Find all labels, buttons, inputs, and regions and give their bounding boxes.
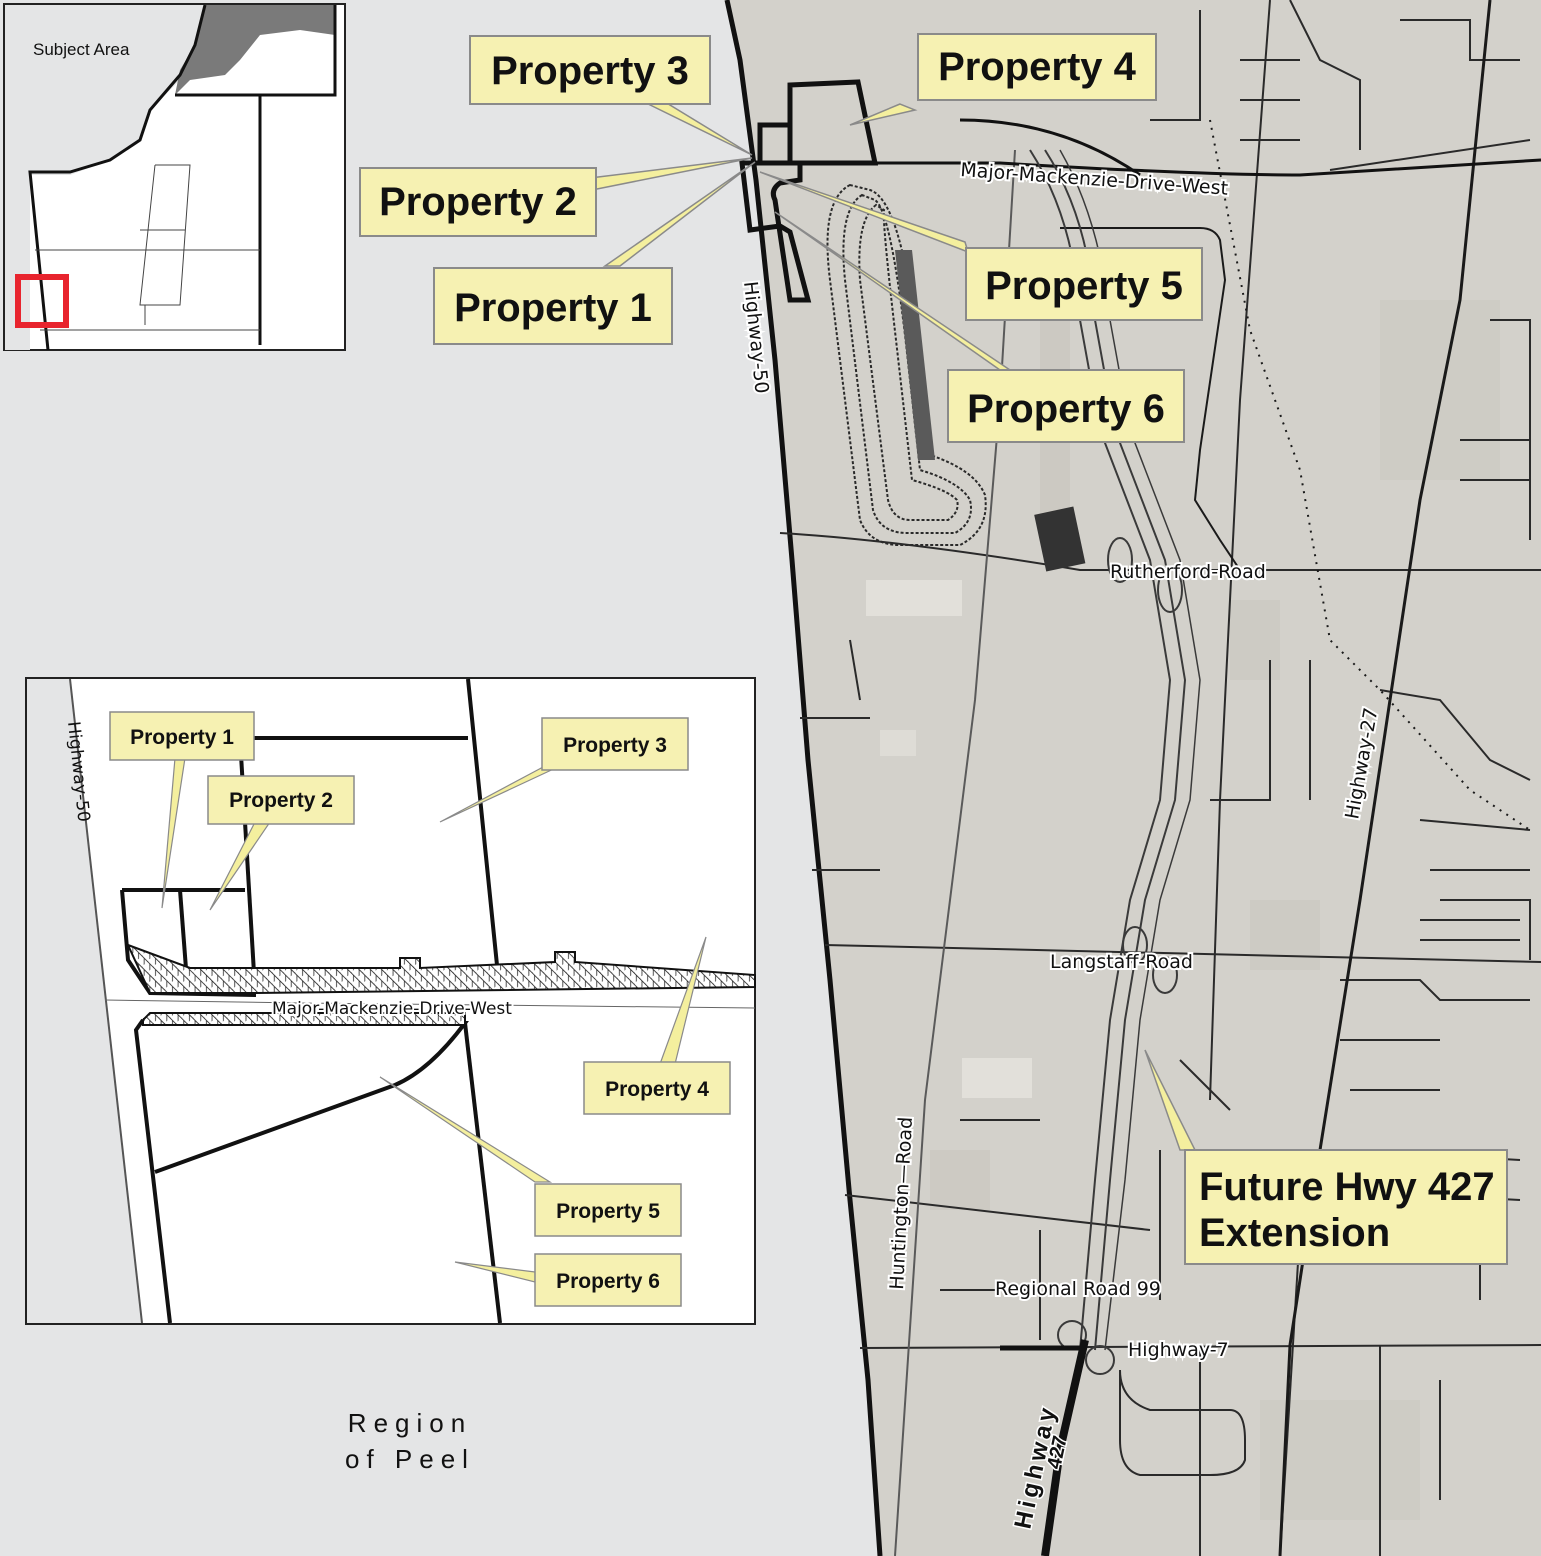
- major-mackenzie-drive-west: [740, 158, 1541, 177]
- inset-label-property-4: Property 4: [605, 1078, 709, 1101]
- callout-property-5: Property 5: [965, 247, 1203, 321]
- label-rutherford-road: Rutherford-Road: [1110, 561, 1266, 583]
- inset-label-property-6: Property 6: [556, 1270, 660, 1293]
- inset-callout-property-5: Property 5: [534, 1183, 682, 1237]
- region-label-line2: of Peel: [345, 1444, 475, 1474]
- parking-lot: [1034, 506, 1086, 572]
- locator-title: Subject Area: [33, 40, 130, 59]
- callout-label-property-4: Property 4: [938, 45, 1137, 89]
- inset-hatch-north: [126, 943, 756, 994]
- locator-subject-box: [15, 274, 69, 328]
- callout-property-4: Property 4: [917, 33, 1157, 101]
- inset-callout-property-4: Property 4: [583, 1061, 731, 1115]
- municipal-boundary: [724, 0, 883, 1556]
- huntington-road: [894, 149, 1016, 1556]
- callout-property-1: Property 1: [433, 267, 673, 345]
- callout-label-property-2: Property 2: [379, 180, 577, 224]
- callout-label-property-3: Property 3: [491, 49, 689, 93]
- inset-callout-property-2: Property 2: [207, 775, 355, 825]
- mm-ramp: [959, 118, 1141, 177]
- inset-label-property-3: Property 3: [563, 734, 667, 757]
- callout-label-property-5: Property 5: [985, 264, 1183, 308]
- parcel-property-1-2: [739, 160, 812, 303]
- main-parcels: [739, 79, 879, 303]
- callout-label-future-line2: Extension: [1199, 1211, 1390, 1255]
- callout-property-2: Property 2: [359, 167, 597, 237]
- inset-label-property-2: Property 2: [229, 789, 333, 812]
- connector-road: [1060, 227, 1241, 571]
- main-leaders: [589, 99, 1197, 1151]
- detail-inset: Property 1 Property 2 Property 3 Propert…: [25, 677, 756, 1325]
- locator-map: Subject Area: [3, 3, 346, 351]
- callout-label-property-1: Property 1: [454, 286, 652, 330]
- inset-label-property-1: Property 1: [130, 726, 234, 749]
- highway-427: [1041, 1339, 1089, 1556]
- label-highway-7: Highway-7: [1128, 1339, 1229, 1361]
- callout-future-hwy-427: Future Hwy 427 Extension: [1184, 1149, 1508, 1265]
- highway-27: [1278, 0, 1492, 1556]
- inset-hatch-south: [142, 1012, 466, 1026]
- callout-label-property-6: Property 6: [967, 387, 1165, 431]
- label-langstaff-road: Langstaff-Road: [1050, 951, 1193, 973]
- callout-label-future-line1: Future Hwy 427: [1199, 1165, 1495, 1209]
- inset-label-property-5: Property 5: [556, 1200, 660, 1223]
- inset-callout-property-1: Property 1: [109, 711, 255, 761]
- callout-property-3: Property 3: [469, 35, 711, 105]
- callout-property-6: Property 6: [947, 369, 1185, 443]
- inset-label-major-mackenzie: Major-Mackenzie-Drive-West: [272, 999, 512, 1019]
- inset-callout-property-3: Property 3: [541, 717, 689, 771]
- label-regional-road-99: Regional Road 99: [995, 1278, 1161, 1300]
- inset-callout-property-6: Property 6: [534, 1253, 682, 1307]
- region-label-line1: Region: [348, 1408, 472, 1438]
